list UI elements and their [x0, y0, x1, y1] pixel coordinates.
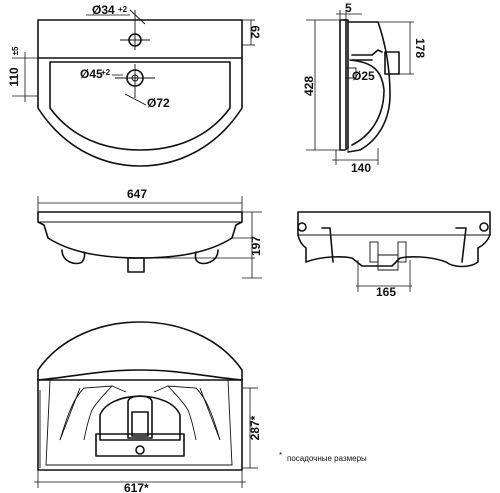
top-view: [37, 9, 243, 167]
side-upper-height-label: 178: [413, 38, 427, 58]
side-top-offset-label: 5: [345, 1, 352, 15]
front-view: [37, 196, 255, 273]
front-thickness-label: 62: [248, 25, 262, 39]
left-height-tolerance-label: ±5: [11, 46, 20, 55]
bottom-depth-label: 287*: [248, 415, 262, 440]
bottom-width-dimension: [34, 470, 246, 488]
left-height-label: 110: [7, 67, 21, 87]
drain-tolerance-label: +2: [101, 68, 111, 77]
front-width-label: 647: [127, 187, 147, 201]
front-height-dimension: [242, 211, 262, 279]
bottom-width-label: 617*: [124, 481, 149, 493]
drain-diameter-label: Ø45: [80, 67, 103, 81]
bottom-depth-dimension: [242, 387, 258, 469]
side-height-dimension: [306, 19, 340, 151]
note-text: посадочные размеры: [287, 454, 367, 463]
side-upper-height-dimension: [378, 21, 414, 75]
top-hole-diameter-label: Ø34: [92, 3, 115, 17]
side-depth-label: 140: [351, 161, 371, 175]
note-bullet: *: [279, 451, 282, 460]
left-height-dimension: [12, 52, 38, 102]
front-height-label: 197: [249, 236, 263, 256]
side-drain-diameter-label: Ø25: [352, 69, 375, 83]
rear-width-dimension: [356, 260, 412, 292]
bowl-diameter-label: Ø72: [147, 96, 170, 110]
side-height-label: 428: [302, 76, 316, 96]
side-view: [339, 19, 400, 153]
side-top-offset-dimension: [336, 10, 362, 20]
rear-width-label: 165: [376, 285, 396, 299]
bottom-view: [37, 321, 243, 471]
rear-view: [297, 211, 491, 271]
top-hole-tolerance-label: +2: [118, 5, 128, 14]
front-thickness-dimension: [242, 19, 255, 46]
side-depth-dimension: [332, 148, 379, 165]
